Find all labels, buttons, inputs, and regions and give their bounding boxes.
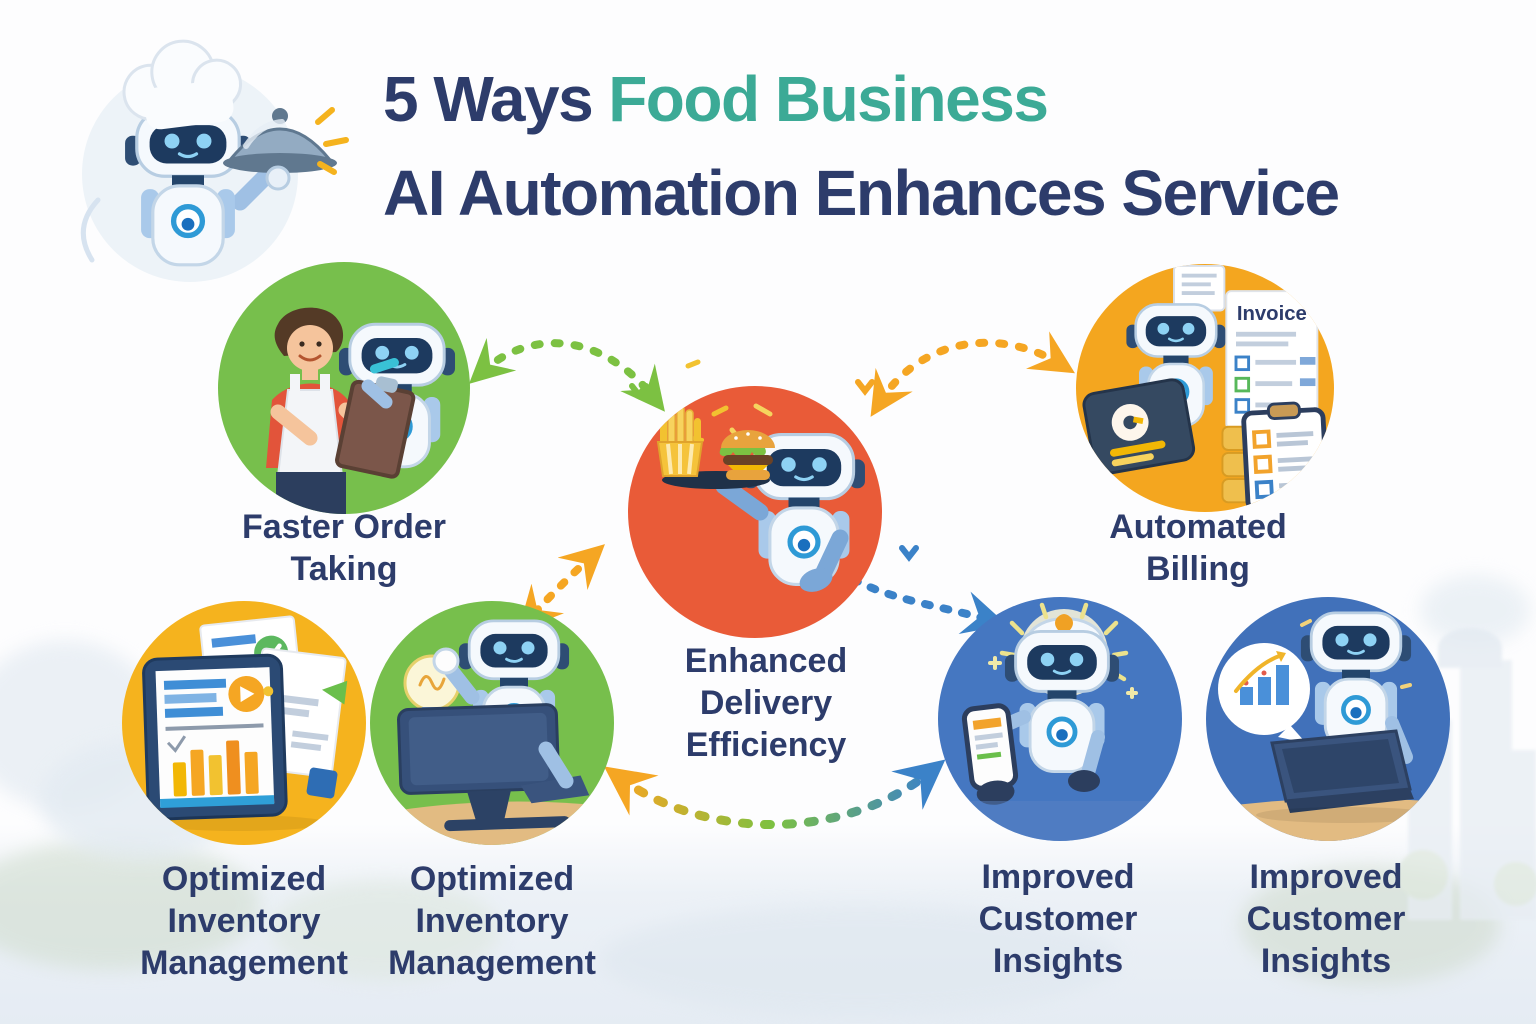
invoice-document-icon: Invoice [1225, 290, 1319, 430]
node-inventory-mid-circle [370, 601, 614, 845]
card-reader-icon [1082, 378, 1196, 476]
waiter-man-icon [266, 307, 374, 514]
node-insights-left-circle [938, 597, 1182, 841]
blue-square-icon [306, 767, 338, 799]
arrow-order-delivery [468, 337, 665, 412]
invoice-title: Invoice [1237, 303, 1307, 325]
checklist-clipboard-icon [1241, 401, 1330, 512]
tablet-icon [142, 653, 288, 821]
chart-bubble-icon [1218, 643, 1310, 743]
inventory-robot-illustration-icon [370, 601, 614, 845]
node-inventory-mid-label: Optimized Inventory Management [388, 860, 596, 982]
node-faster-order-label: Faster Order Taking [241, 508, 447, 588]
laptop-icon [1270, 729, 1414, 813]
delivery-illustration-icon [656, 403, 882, 592]
node-insights-right-label: Improved Customer Insights [1246, 858, 1406, 980]
node-automated-billing-circle: Invoice [1076, 264, 1334, 512]
insights-laptop-illustration-icon [1206, 597, 1450, 841]
robot-hand [432, 647, 460, 675]
billing-illustration-icon: Invoice [1082, 264, 1330, 512]
node-faster-order-circle [218, 262, 470, 514]
sparkle-icon [988, 656, 1138, 699]
robot-arm [1081, 730, 1105, 780]
arrow-bottom-gradient [603, 759, 946, 830]
chef-robot-mascot-icon [80, 39, 349, 282]
insights-phone-illustration-icon [938, 602, 1182, 841]
bulb-icon [1055, 614, 1073, 635]
robot-arm [538, 741, 574, 789]
fries-icon [656, 405, 704, 477]
inventory-analytics-illustration-icon [142, 615, 348, 831]
order-taking-illustration-icon [266, 307, 470, 514]
laptop-icon [397, 703, 590, 832]
arrow-delivery-billing [870, 331, 1075, 417]
title-line-2: AI Automation Enhances Service [383, 157, 1340, 229]
robot-hand [1068, 770, 1100, 792]
robot-arm [442, 661, 480, 705]
burger-icon [719, 430, 775, 480]
robot-arm [715, 477, 769, 521]
title-part-dark: 5 Ways [383, 63, 594, 135]
sparkle-icon [315, 107, 349, 175]
chef-hat-icon [122, 39, 243, 130]
title-part-teal: Food Business [608, 63, 1049, 135]
watercolor-cloud [1420, 575, 1530, 645]
node-delivery-circle [628, 386, 882, 638]
arrow-inventory-delivery [518, 544, 605, 632]
node-automated-billing-label: Automated Billing [1109, 508, 1287, 588]
node-insights-right-circle [1206, 597, 1450, 841]
clipboard-icon [335, 357, 416, 479]
node-inventory-left-circle [122, 601, 366, 845]
table-edge [938, 801, 1182, 841]
node-delivery-label: Enhanced Delivery Efficiency [684, 642, 848, 764]
robot-arm [361, 379, 393, 409]
cloche-icon [223, 108, 337, 191]
smartphone-icon [961, 703, 1019, 805]
